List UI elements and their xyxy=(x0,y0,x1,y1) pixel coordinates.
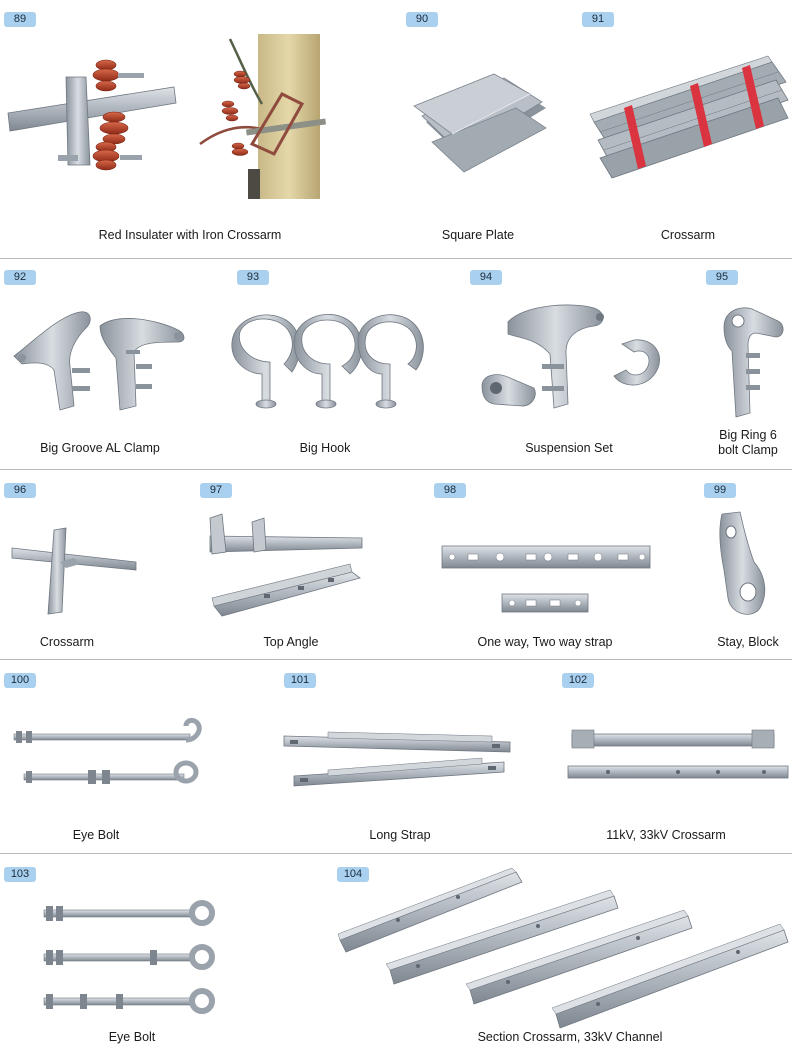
product-caption: Section Crossarm, 33kV Channel xyxy=(477,1030,663,1044)
product-number-badge: 93 xyxy=(237,270,269,285)
product-photo-suspension-set xyxy=(481,304,660,409)
product-number-badge: 94 xyxy=(470,270,502,285)
row-divider xyxy=(0,258,792,259)
product-photo-eye-bolt xyxy=(13,717,202,784)
product-number-badge: 98 xyxy=(434,483,466,498)
product-number-badge: 92 xyxy=(4,270,36,285)
product-number-badge: 95 xyxy=(706,270,738,285)
product-photo-al-clamp xyxy=(13,311,185,411)
product-caption: Red Insulater with Iron Crossarm xyxy=(98,228,282,242)
product-photo-strap xyxy=(441,545,651,613)
product-photo-ring-clamp xyxy=(723,307,784,418)
row-divider xyxy=(0,659,792,660)
product-photo-insulator-crossarm xyxy=(7,59,177,171)
product-caption: Long Strap xyxy=(369,828,431,842)
product-caption: Big Ring 6 xyxy=(719,428,777,442)
product-photo-top-angle xyxy=(209,513,363,617)
product-photo-square-plate xyxy=(413,73,547,173)
product-caption: Big Groove AL Clamp xyxy=(40,441,160,455)
product-caption: Square Plate xyxy=(441,228,515,242)
row-divider xyxy=(0,469,792,470)
product-number-badge: 90 xyxy=(406,12,438,27)
product-caption: Crossarm xyxy=(660,228,716,242)
product-photo-crossarm-x xyxy=(11,527,137,615)
product-number-badge: 89 xyxy=(4,12,36,27)
product-caption: Crossarm xyxy=(39,635,95,649)
product-caption: One way, Two way strap xyxy=(477,635,613,649)
row-divider xyxy=(0,853,792,854)
product-photo-11kv-crossarm xyxy=(567,729,789,779)
product-photo-long-strap xyxy=(283,731,511,787)
product-caption: Top Angle xyxy=(263,635,319,649)
product-photo-stay-block xyxy=(719,511,766,615)
product-caption: Stay, Block xyxy=(717,635,779,649)
product-number-badge: 96 xyxy=(4,483,36,498)
product-number-badge: 104 xyxy=(337,867,369,882)
product-number-badge: 102 xyxy=(562,673,594,688)
product-caption: Eye Bolt xyxy=(108,1030,156,1044)
product-caption: bolt Clamp xyxy=(718,443,778,457)
product-number-badge: 101 xyxy=(284,673,316,688)
product-photo-section-crossarm xyxy=(337,867,789,1029)
product-photo-big-hook xyxy=(231,314,424,409)
product-number-badge: 97 xyxy=(200,483,232,498)
product-caption: 11kV, 33kV Crossarm xyxy=(606,828,726,842)
product-caption: Eye Bolt xyxy=(72,828,120,842)
product-photo-pole-assembly xyxy=(199,34,327,199)
product-photo-crossarm-bundle xyxy=(589,55,789,179)
product-photo-eye-bolt xyxy=(43,900,215,1014)
product-number-badge: 99 xyxy=(704,483,736,498)
product-number-badge: 103 xyxy=(4,867,36,882)
product-caption: Big Hook xyxy=(299,441,351,455)
product-number-badge: 91 xyxy=(582,12,614,27)
product-number-badge: 100 xyxy=(4,673,36,688)
product-caption: Suspension Set xyxy=(525,441,613,455)
